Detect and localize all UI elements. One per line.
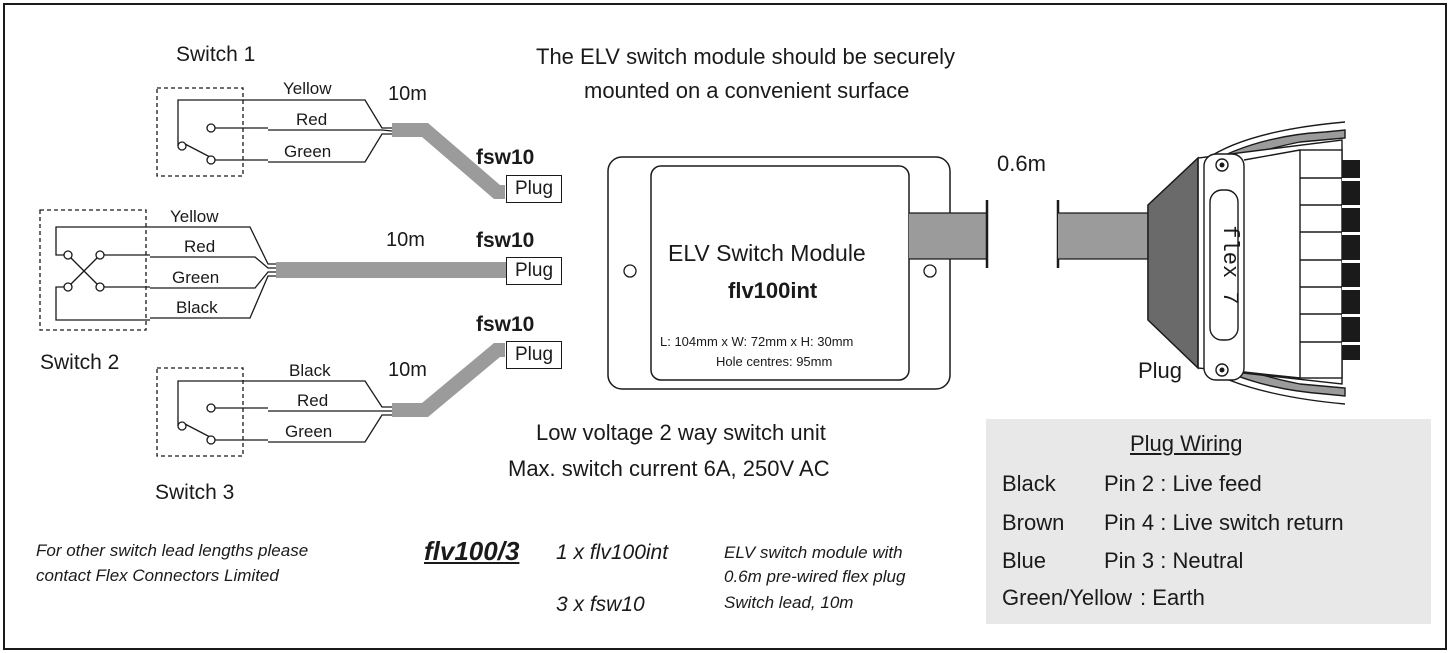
- s1-length: 10m: [388, 83, 427, 105]
- kit-item-1-desc-2: 0.6m pre-wired flex plug: [724, 567, 906, 586]
- plug-label: Plug: [1138, 358, 1183, 383]
- wiring-pin: Pin 3 : Neutral: [1104, 548, 1244, 573]
- switch-3-label: Switch 3: [155, 481, 235, 504]
- outer-frame: [3, 3, 1447, 650]
- plug-box-3: Plug: [506, 341, 562, 369]
- s1-wire-green: Green: [284, 142, 332, 161]
- plug-brand-text: flex 7: [1217, 225, 1242, 304]
- switch-3-symbol: [156, 367, 392, 457]
- module-title: ELV Switch Module: [668, 240, 866, 266]
- other-lengths-line-1: For other switch lead lengths please: [36, 541, 309, 560]
- kit-item-2-qty: 3 x fsw10: [556, 593, 645, 616]
- switch-3-cable: [392, 343, 505, 417]
- s1-wire-yellow: Yellow: [283, 79, 332, 98]
- kit-item-2-desc: Switch lead, 10m: [724, 593, 854, 612]
- kit-item-1-desc-1: ELV switch module with: [724, 543, 903, 562]
- switch-1-label: Switch 1: [176, 43, 256, 66]
- s2-length: 10m: [386, 229, 425, 251]
- header-line-1: The ELV switch module should be securely: [536, 44, 956, 69]
- plug-box-2: Plug: [506, 257, 562, 285]
- wiring-color: Brown: [1002, 510, 1065, 535]
- module-dims: L: 104mm x W: 72mm x H: 30mm: [660, 334, 854, 349]
- note-line-2: Max. switch current 6A, 250V AC: [508, 456, 830, 481]
- plug-wiring-panel: [986, 419, 1431, 624]
- s3-length: 10m: [388, 359, 427, 381]
- s3-wire-red: Red: [297, 391, 329, 410]
- module-output-cable: [909, 200, 1148, 268]
- switch-2-symbol: [39, 209, 276, 331]
- switch-2-label: Switch 2: [40, 351, 120, 374]
- module-holes: Hole centres: 95mm: [716, 354, 833, 369]
- wiring-pin: : Earth: [1140, 585, 1205, 610]
- wiring-pin: Pin 4 : Live switch return: [1104, 510, 1344, 535]
- other-lengths-line-2: contact Flex Connectors Limited: [36, 566, 279, 585]
- s3-wire-black: Black: [289, 361, 331, 380]
- switch-1-symbol: [156, 87, 393, 177]
- plug-wiring-title: Plug Wiring: [1130, 431, 1243, 456]
- wiring-row-black: Black Pin 2 : Live feed: [1002, 471, 1262, 497]
- s2-wire-yellow: Yellow: [170, 207, 219, 226]
- wiring-pin: Pin 2 : Live feed: [1104, 471, 1262, 496]
- s2-wire-green: Green: [172, 268, 220, 287]
- wiring-row-blue: Blue Pin 3 : Neutral: [1002, 548, 1243, 574]
- fsw10-label-1: fsw10: [476, 146, 535, 169]
- fsw10-label-2: fsw10: [476, 229, 535, 252]
- cable-length-label: 0.6m: [997, 151, 1046, 176]
- wiring-color: Black: [1002, 471, 1056, 496]
- note-line-1: Low voltage 2 way switch unit: [536, 420, 826, 445]
- s3-wire-green: Green: [285, 422, 333, 441]
- switch-2-cable: [276, 262, 508, 278]
- s1-wire-red: Red: [296, 110, 328, 129]
- flex-plug-connector: [1147, 121, 1360, 405]
- module-housing: [607, 156, 951, 390]
- wiring-color: Green/Yellow: [1002, 585, 1133, 610]
- s2-wire-black: Black: [176, 298, 218, 317]
- wiring-color: Blue: [1002, 548, 1047, 573]
- kit-item-1-qty: 1 x flv100int: [556, 541, 669, 564]
- wiring-row-brown: Brown Pin 4 : Live switch return: [1002, 510, 1344, 536]
- kit-code: flv100/3: [424, 536, 520, 566]
- plug-box-1: Plug: [506, 175, 562, 203]
- s2-wire-red: Red: [184, 237, 216, 256]
- switch-1-cable: [392, 123, 505, 199]
- header-line-2: mounted on a convenient surface: [584, 78, 910, 103]
- wiring-row-earth: Green/Yellow : Earth: [1002, 585, 1205, 611]
- fsw10-label-3: fsw10: [476, 313, 535, 336]
- module-part: flv100int: [728, 278, 818, 303]
